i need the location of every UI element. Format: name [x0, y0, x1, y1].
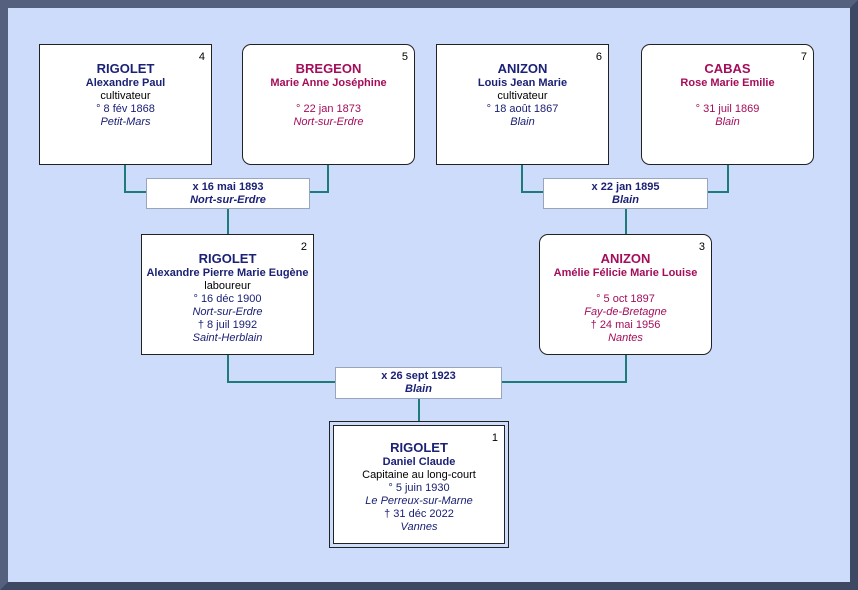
birth-place: Le Perreux-sur-Marne — [365, 495, 473, 507]
death-place: Vannes — [400, 521, 438, 533]
link-3-marriage — [502, 354, 627, 383]
occupation: cultivateur — [100, 90, 151, 102]
marriage-label-2-3[interactable]: x 26 sept 1923 Blain — [335, 367, 502, 399]
person-card-6[interactable]: 6 ANIZON Louis Jean Marie cultivateur ° … — [436, 44, 609, 165]
link-2-marriage — [227, 354, 335, 383]
link-6-marriage — [521, 165, 543, 193]
marriage-date: x 22 jan 1895 — [591, 181, 660, 193]
birth-place: Blain — [715, 116, 740, 128]
person-card-7[interactable]: 7 CABAS Rose Marie Emilie ° 31 juil 1869… — [641, 44, 814, 165]
given-names: Daniel Claude — [382, 456, 456, 468]
surname: ANIZON — [600, 251, 651, 266]
death-date: † 31 déc 2022 — [384, 508, 454, 520]
birth-date: ° 16 déc 1900 — [193, 293, 262, 305]
birth-place: Petit-Mars — [100, 116, 151, 128]
given-names: Amélie Félicie Marie Louise — [553, 267, 698, 279]
birth-place: Fay-de-Bretagne — [584, 306, 667, 318]
birth-date: ° 18 août 1867 — [486, 103, 559, 115]
marriage-date: x 26 sept 1923 — [381, 370, 456, 382]
person-card-1[interactable]: 1 RIGOLET Daniel Claude Capitaine au lon… — [329, 421, 509, 548]
death-place: Nantes — [608, 332, 643, 344]
occupation — [642, 90, 813, 103]
sosa-number: 2 — [300, 241, 307, 253]
surname: RIGOLET — [96, 61, 155, 76]
birth-date: ° 5 oct 1897 — [596, 293, 655, 305]
given-names: Marie Anne Joséphine — [270, 77, 387, 89]
surname: CABAS — [704, 61, 751, 76]
given-names: Rose Marie Emilie — [680, 77, 775, 89]
marriage-place: Blain — [612, 194, 639, 206]
sosa-number: 7 — [800, 51, 807, 63]
marriage-label-4-5[interactable]: x 16 mai 1893 Nort-sur-Erdre — [146, 178, 310, 209]
death-date: † 24 mai 1956 — [590, 319, 661, 331]
marriage-place: Blain — [405, 383, 432, 395]
occupation — [243, 90, 414, 103]
link-4-marriage — [124, 165, 146, 193]
link-5-marriage — [310, 165, 329, 193]
death-date: † 8 juil 1992 — [197, 319, 258, 331]
marriage-date: x 16 mai 1893 — [192, 181, 264, 193]
sosa-number: 4 — [198, 51, 205, 63]
death-place: Saint-Herblain — [192, 332, 263, 344]
person-card-2[interactable]: 2 RIGOLET Alexandre Pierre Marie Eugène … — [141, 234, 314, 355]
birth-date: ° 31 juil 1869 — [695, 103, 760, 115]
occupation: Capitaine au long-court — [362, 469, 476, 481]
person-card-5[interactable]: 5 BREGEON Marie Anne Joséphine ° 22 jan … — [242, 44, 415, 165]
surname: BREGEON — [295, 61, 362, 76]
surname: RIGOLET — [390, 440, 448, 455]
occupation: laboureur — [204, 280, 251, 292]
person-card-4[interactable]: 4 RIGOLET Alexandre Paul cultivateur ° 8… — [39, 44, 212, 165]
link-7-marriage — [708, 165, 729, 193]
given-names: Alexandre Paul — [85, 77, 166, 89]
sosa-number: 1 — [491, 432, 498, 444]
occupation: cultivateur — [497, 90, 548, 102]
birth-date: ° 8 fév 1868 — [96, 103, 155, 115]
surname: RIGOLET — [198, 251, 257, 266]
sosa-number: 6 — [595, 51, 602, 63]
occupation — [540, 280, 711, 293]
person-card-3[interactable]: 3 ANIZON Amélie Félicie Marie Louise ° 5… — [539, 234, 712, 355]
surname: ANIZON — [497, 61, 548, 76]
sosa-number: 5 — [401, 51, 408, 63]
birth-place: Blain — [510, 116, 535, 128]
marriage-label-6-7[interactable]: x 22 jan 1895 Blain — [543, 178, 708, 209]
birth-date: ° 5 juin 1930 — [388, 482, 450, 494]
birth-place: Nort-sur-Erdre — [192, 306, 263, 318]
birth-date: ° 22 jan 1873 — [296, 103, 361, 115]
birth-place: Nort-sur-Erdre — [293, 116, 364, 128]
sosa-number: 3 — [698, 241, 705, 253]
given-names: Alexandre Pierre Marie Eugène — [146, 267, 309, 279]
marriage-place: Nort-sur-Erdre — [190, 194, 266, 206]
given-names: Louis Jean Marie — [477, 77, 568, 89]
